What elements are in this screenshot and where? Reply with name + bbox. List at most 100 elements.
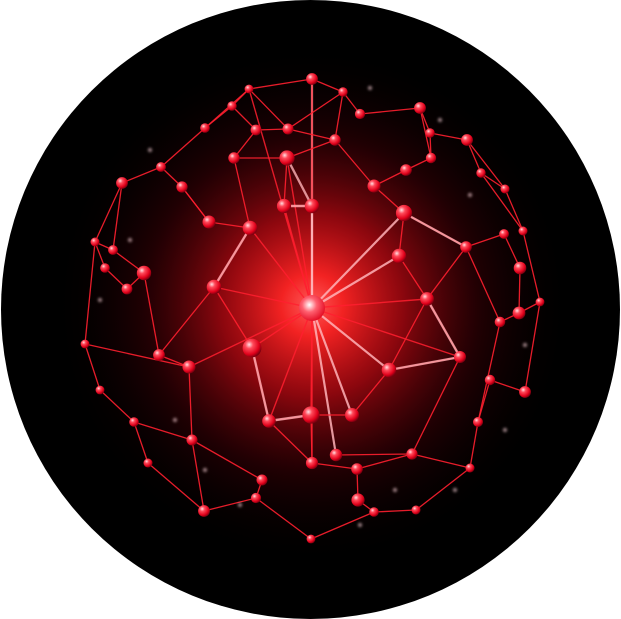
network-node bbox=[282, 123, 294, 135]
network-node bbox=[500, 184, 510, 194]
network-link bbox=[398, 255, 428, 300]
distant-node bbox=[97, 297, 103, 303]
network-node bbox=[80, 339, 90, 349]
network-node bbox=[381, 362, 397, 378]
network-node bbox=[354, 108, 366, 120]
bright-link bbox=[425, 298, 462, 358]
network-node bbox=[400, 164, 412, 176]
network-link bbox=[99, 389, 135, 423]
network-node bbox=[411, 505, 421, 515]
network-node bbox=[306, 73, 318, 85]
network-link bbox=[203, 497, 257, 512]
network-link bbox=[466, 139, 482, 174]
network-link bbox=[188, 366, 193, 441]
network-link bbox=[147, 462, 205, 512]
distant-node bbox=[237, 502, 243, 508]
network-link bbox=[181, 186, 210, 223]
network-node bbox=[414, 102, 426, 114]
network-link bbox=[311, 462, 358, 470]
network-link bbox=[489, 379, 526, 393]
network-node bbox=[499, 229, 509, 239]
network-node bbox=[250, 492, 262, 504]
bright-link bbox=[403, 211, 467, 249]
network-link bbox=[121, 166, 162, 184]
distant-node bbox=[502, 427, 508, 433]
network-link bbox=[310, 511, 375, 540]
network-node bbox=[338, 87, 348, 97]
network-link bbox=[233, 157, 251, 229]
network-node bbox=[367, 179, 381, 193]
network-node bbox=[329, 134, 341, 146]
core-ray bbox=[268, 307, 313, 422]
network-node bbox=[202, 215, 216, 229]
network-link bbox=[160, 127, 206, 168]
core-ray bbox=[310, 307, 338, 456]
network-link bbox=[335, 453, 413, 456]
network-node bbox=[406, 448, 418, 460]
network-link bbox=[465, 246, 501, 323]
network-node bbox=[186, 434, 198, 446]
network-link bbox=[411, 453, 471, 469]
network-node bbox=[305, 456, 319, 470]
network-link bbox=[504, 188, 524, 232]
network-link bbox=[469, 421, 479, 469]
core-ray bbox=[213, 286, 313, 309]
network-node bbox=[484, 374, 496, 386]
network-link bbox=[133, 421, 193, 441]
core-node bbox=[299, 295, 325, 321]
bright-link bbox=[285, 157, 314, 207]
network-link bbox=[84, 343, 101, 391]
network-node bbox=[395, 204, 413, 222]
core-ray bbox=[283, 205, 313, 309]
network-link bbox=[351, 369, 390, 416]
network-link bbox=[268, 420, 313, 464]
network-link bbox=[283, 157, 288, 207]
network-node bbox=[206, 279, 222, 295]
network-node bbox=[182, 360, 196, 374]
core-ray bbox=[286, 157, 313, 309]
distant-node bbox=[452, 487, 458, 493]
network-node bbox=[351, 463, 363, 475]
network-link bbox=[84, 343, 190, 368]
network-link bbox=[112, 182, 123, 251]
network-node bbox=[176, 181, 188, 193]
network-link bbox=[158, 286, 215, 356]
network-link bbox=[477, 379, 491, 423]
network-node bbox=[329, 448, 343, 462]
network-node bbox=[369, 507, 379, 517]
network-node bbox=[262, 414, 276, 428]
distant-node bbox=[437, 117, 443, 123]
network-node bbox=[345, 408, 359, 422]
core-ray bbox=[249, 227, 313, 309]
distant-node bbox=[172, 417, 178, 423]
network-node bbox=[304, 198, 320, 214]
network-node bbox=[116, 177, 128, 189]
network-node bbox=[136, 265, 152, 281]
network-node bbox=[465, 463, 475, 473]
network-node bbox=[425, 128, 435, 138]
network-link bbox=[248, 88, 289, 130]
distant-node bbox=[392, 487, 398, 493]
network-link bbox=[426, 246, 467, 300]
network-node bbox=[476, 168, 486, 178]
network-node bbox=[121, 283, 133, 295]
network-link bbox=[334, 139, 375, 187]
core-ray bbox=[311, 212, 405, 309]
network-node bbox=[351, 493, 365, 507]
network-link bbox=[356, 453, 413, 470]
network-link bbox=[411, 356, 461, 455]
network-link bbox=[191, 439, 205, 512]
network-node bbox=[425, 152, 437, 164]
network-node bbox=[513, 261, 527, 275]
network-link bbox=[524, 301, 541, 393]
bright-link bbox=[388, 355, 461, 372]
core-ray bbox=[311, 298, 428, 309]
network-node bbox=[242, 220, 258, 236]
network-node bbox=[473, 417, 483, 427]
network-node bbox=[227, 101, 237, 111]
distant-node bbox=[202, 467, 208, 473]
network-node bbox=[512, 306, 526, 320]
bright-link bbox=[212, 227, 252, 288]
